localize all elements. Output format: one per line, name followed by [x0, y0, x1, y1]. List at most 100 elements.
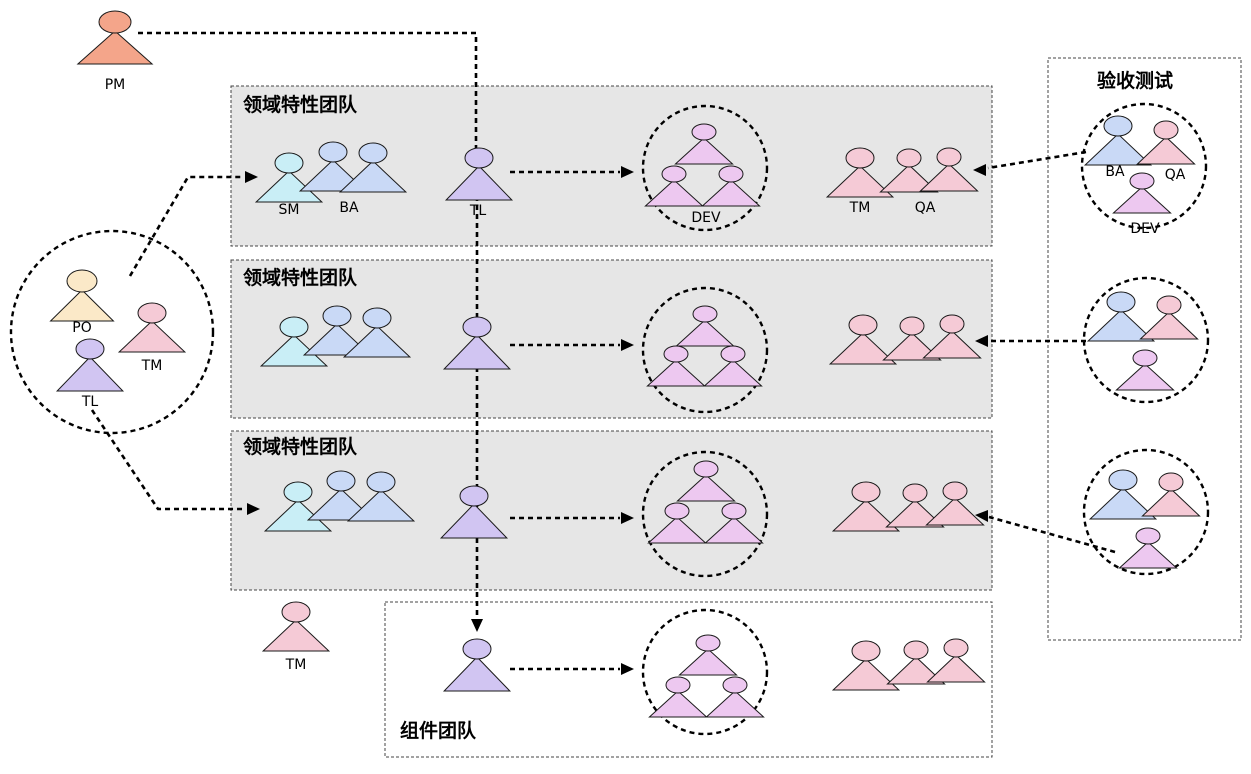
arrowhead: [621, 512, 634, 524]
person-head: [66, 269, 98, 293]
person-head: [903, 640, 929, 660]
person-head: [851, 640, 881, 662]
person-head: [943, 638, 969, 658]
person-body: [701, 179, 761, 207]
person-head: [902, 483, 928, 503]
arrowhead: [247, 503, 260, 515]
arrowhead: [621, 166, 634, 178]
tm-person-icon: [117, 302, 187, 353]
arrowhead: [471, 619, 483, 632]
person-body: [647, 516, 707, 544]
person-body: [1083, 133, 1153, 166]
person-head: [899, 316, 925, 336]
qa-label: QA: [915, 200, 936, 216]
person-body: [879, 164, 939, 193]
arrowhead: [621, 339, 634, 351]
qa-person-icon: [886, 640, 946, 685]
po-label: PO: [72, 320, 91, 336]
feature-team-2-title: 领域特性团队: [243, 266, 358, 289]
feature-team-1-title: 领域特性团队: [243, 93, 358, 116]
po-person-icon: [49, 269, 115, 322]
person-head: [722, 676, 748, 694]
tl-person-icon: [55, 338, 125, 392]
person-head: [942, 481, 968, 501]
person-body: [117, 320, 187, 353]
person-head: [851, 481, 881, 503]
person-body: [676, 474, 736, 502]
dev-person-icon: [703, 345, 763, 387]
person-body: [831, 658, 901, 691]
person-head: [366, 471, 396, 493]
dev-person-icon: [648, 676, 708, 718]
person-head: [318, 141, 348, 163]
person-head: [665, 676, 691, 694]
person-head: [693, 460, 719, 478]
tm-person-icon: [828, 314, 898, 365]
dev-group-circle-4: [641, 608, 769, 736]
tm-label: TM: [141, 358, 163, 374]
qa-person-icon: [925, 481, 985, 526]
dev-person-icon: [704, 502, 764, 544]
person-body: [644, 179, 704, 207]
tm-person-icon: [831, 481, 901, 532]
person-body: [825, 165, 895, 198]
person-head: [1132, 349, 1158, 367]
person-body: [261, 619, 331, 652]
arrowhead: [245, 171, 258, 183]
person-head: [464, 147, 494, 169]
dev-label: DEV: [691, 210, 721, 226]
ba-person-icon: [1088, 469, 1158, 520]
tl-person-icon: [444, 147, 514, 201]
person-body: [338, 160, 408, 193]
person-body: [926, 654, 986, 683]
dev-group-circle-3: [641, 450, 769, 578]
dev-label: DEV: [1130, 221, 1160, 237]
ba-label: BA: [1105, 164, 1125, 180]
person-body: [925, 497, 985, 526]
person-head: [137, 302, 167, 324]
person-head: [848, 314, 878, 336]
person-head: [459, 485, 489, 507]
acceptance-group-circle-3: [1082, 448, 1210, 576]
person-body: [76, 30, 154, 65]
sm-person-icon: [263, 481, 333, 532]
pm-person-icon: [76, 10, 154, 65]
person-head: [721, 502, 747, 520]
person-body: [831, 499, 901, 532]
person-head: [279, 316, 309, 338]
tl-to-team3-connector: [90, 409, 246, 511]
tm-label: TM: [285, 657, 307, 673]
ba-person-icon: [302, 305, 372, 356]
person-body: [1141, 488, 1201, 517]
person-body: [678, 648, 738, 676]
person-head: [462, 316, 492, 338]
acceptance-group-circle-2: [1082, 276, 1210, 404]
person-body: [439, 503, 509, 539]
arrowhead: [975, 335, 988, 347]
person-head: [1103, 115, 1133, 137]
person-body: [675, 319, 735, 347]
ba-label: BA: [339, 200, 359, 216]
person-head: [661, 165, 687, 183]
person-head: [1106, 291, 1136, 313]
person-body: [1118, 541, 1178, 569]
person-head: [1153, 120, 1179, 140]
qa-person-icon: [885, 483, 945, 528]
person-body: [885, 499, 945, 528]
sm-person-icon: [259, 316, 329, 367]
po-to-team1-connector: [128, 175, 244, 277]
person-head: [281, 601, 311, 623]
tm-person-icon: [825, 147, 895, 198]
person-body: [1086, 309, 1156, 342]
arrowhead: [621, 663, 634, 675]
person-head: [720, 345, 746, 363]
dev-person-icon: [676, 460, 736, 502]
person-body: [886, 656, 946, 685]
person-head: [75, 338, 105, 360]
sm-person-icon: [254, 152, 324, 203]
acceptance1-to-team1-connector: [987, 150, 1087, 170]
qa-person-icon: [882, 316, 942, 361]
person-body: [828, 332, 898, 365]
person-head: [692, 305, 718, 323]
